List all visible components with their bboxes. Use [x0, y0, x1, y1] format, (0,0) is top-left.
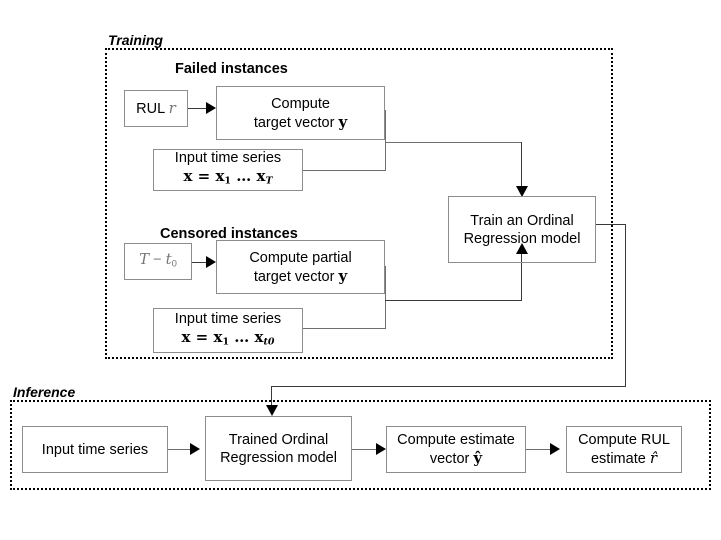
connector-t0-to-compute-partial	[192, 262, 208, 263]
arrowhead-train-top	[516, 186, 528, 197]
arrowhead-train-bottom	[516, 243, 528, 254]
connector-input-to-trained-model	[168, 449, 192, 450]
node-t-minus-t0-label: T − t0	[139, 249, 177, 270]
arrowhead-input-to-trained-model	[190, 443, 200, 455]
connector-rul-to-compute	[188, 108, 208, 109]
connector-train-to-inference-down	[625, 224, 626, 386]
connector-failed-series-to-merge	[303, 170, 386, 171]
inference-group-label: Inference	[13, 384, 76, 400]
training-group-box	[105, 48, 613, 359]
connector-inference-entry-down	[271, 386, 272, 408]
arrowhead-rul-to-compute	[206, 102, 216, 114]
node-rul-r-label: RUL r	[136, 99, 176, 117]
connector-censored-up-to-train	[521, 253, 522, 301]
node-t-minus-t0[interactable]: T − t0	[124, 243, 192, 280]
arrowhead-estimate-to-rul	[550, 443, 560, 455]
censored-instances-title: Censored instances	[160, 226, 298, 242]
arrowhead-t0-to-compute-partial	[206, 256, 216, 268]
connector-trained-model-to-estimate	[352, 449, 380, 450]
arrowhead-trained-model-top	[266, 405, 278, 416]
arrowhead-trained-model-to-estimate	[376, 443, 386, 455]
connector-censored-merge-vertical	[385, 266, 386, 328]
connector-failed-down-to-train	[521, 142, 522, 189]
failed-instances-title: Failed instances	[175, 61, 288, 77]
node-inference-input-time-series-label: Input time series	[41, 441, 149, 458]
connector-failed-merge-vertical	[385, 110, 386, 170]
training-group-label: Training	[108, 32, 163, 48]
connector-failed-merge-to-train	[385, 142, 522, 143]
node-inference-input-time-series[interactable]: Input time series	[22, 426, 168, 473]
connector-censored-series-to-merge	[303, 328, 386, 329]
inference-group-box	[10, 400, 711, 490]
connector-censored-merge-to-train	[385, 300, 522, 301]
connector-estimate-to-rul	[526, 449, 554, 450]
connector-train-to-inference-right	[596, 224, 626, 225]
connector-train-to-inference-left	[271, 386, 626, 387]
node-rul-r[interactable]: RUL r	[124, 90, 188, 127]
